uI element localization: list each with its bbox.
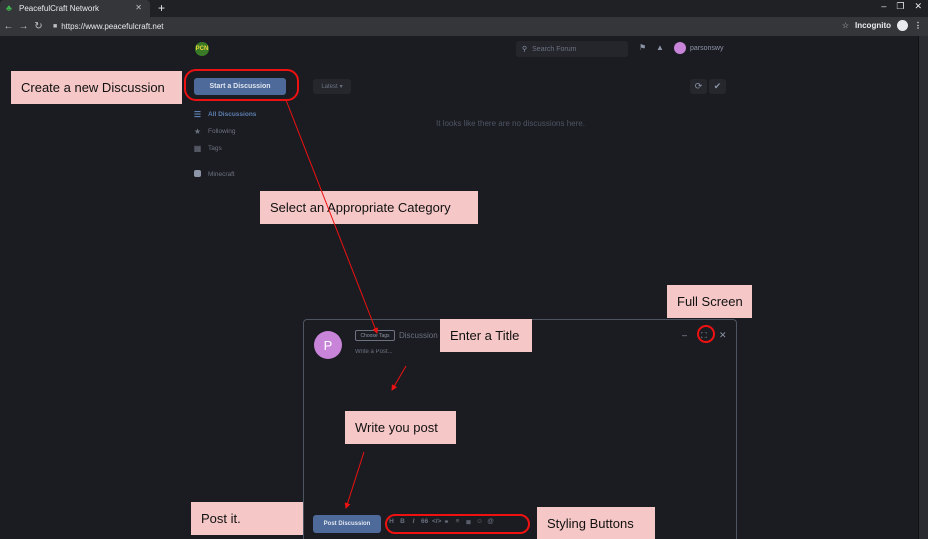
nav-all-discussions[interactable]: ☰ All Discussions (193, 110, 257, 119)
bookmark-star-icon[interactable]: ☆ (841, 21, 849, 30)
link-icon[interactable]: ⚭ (443, 519, 450, 526)
nav-minecraft-label: Minecraft (208, 171, 235, 178)
callout-category: Select an Appropriate Category (260, 191, 478, 224)
minimize-icon[interactable]: – (881, 1, 887, 11)
highlight-styling-buttons (385, 514, 530, 534)
styling-toolbar: H B I 66 </> ⚭ ≡ ≣ ☺ @ (388, 518, 494, 526)
back-icon[interactable]: ← (3, 21, 14, 32)
forward-icon[interactable]: → (18, 21, 29, 32)
incognito-label[interactable]: Incognito (855, 21, 891, 30)
callout-write: Write you post (345, 411, 456, 444)
callout-styling: Styling Buttons (537, 507, 655, 539)
callout-post-it: Post it. (191, 502, 303, 535)
star-icon: ★ (193, 127, 202, 136)
refresh-icon: ⟳ (694, 81, 703, 91)
incognito-icon[interactable] (897, 20, 908, 31)
italic-icon[interactable]: I (412, 518, 415, 525)
page-scrollbar[interactable] (918, 36, 928, 539)
post-body-textarea[interactable] (355, 346, 415, 358)
url-text: https://www.peacefulcraft.net (61, 22, 164, 31)
close-window-icon[interactable]: ✕ (914, 1, 922, 11)
bold-icon[interactable]: B (400, 518, 405, 525)
caret-down-icon: ▾ (339, 84, 343, 90)
tags-grid-icon: ▦ (193, 144, 202, 153)
nav-following[interactable]: ★ Following (193, 127, 236, 136)
lock-icon: ■ (53, 23, 58, 30)
nav-all-discussions-label: All Discussions (208, 111, 257, 118)
check-icon: ✔ (713, 81, 722, 91)
search-icon: ⚲ (522, 46, 528, 53)
callout-full-screen: Full Screen (667, 285, 752, 318)
address-bar[interactable]: ■ https://www.peacefulcraft.net (53, 22, 164, 31)
tab-title: PeacefulCraft Network (19, 4, 100, 13)
new-tab-icon[interactable]: + (158, 1, 166, 15)
emoji-icon[interactable]: ☺ (476, 518, 483, 525)
composer-avatar: P (314, 331, 342, 359)
numbered-list-icon[interactable]: ≣ (465, 519, 472, 526)
search-input[interactable]: ⚲ Search Forum (516, 41, 628, 57)
nav-tags-label: Tags (208, 145, 222, 152)
username[interactable]: parsonswy (690, 45, 724, 52)
tag-color-icon (193, 170, 202, 179)
highlight-fullscreen (697, 325, 715, 343)
highlight-start-discussion (184, 69, 299, 101)
bullet-list-icon[interactable]: ≡ (455, 518, 460, 525)
refresh-button[interactable]: ⟳ (690, 79, 707, 94)
toolbar-right: ☆ Incognito ⋮ (842, 20, 922, 31)
browser-tab-strip: ♣ PeacefulCraft Network ✕ + – ❐ ✕ (0, 0, 928, 17)
sort-dropdown[interactable]: Latest ▾ (313, 79, 351, 94)
minimize-composer-icon[interactable]: – (682, 330, 688, 340)
discussion-title-input[interactable] (399, 328, 439, 342)
nav-tags[interactable]: ▦ Tags (193, 144, 222, 153)
callout-title: Enter a Title (440, 319, 532, 352)
tab-close-icon[interactable]: ✕ (135, 3, 142, 12)
nav-following-label: Following (208, 128, 236, 135)
comments-icon: ☰ (193, 110, 202, 119)
browser-toolbar: ← → ↻ ■ https://www.peacefulcraft.net ☆ … (0, 17, 928, 36)
code-icon[interactable]: </> (432, 518, 442, 525)
browser-tab[interactable]: ♣ PeacefulCraft Network ✕ (0, 0, 150, 17)
empty-state-message: It looks like there are no discussions h… (436, 119, 585, 128)
mention-icon[interactable]: @ (487, 518, 494, 525)
site-logo[interactable]: PCN (195, 42, 209, 56)
mark-all-read-button[interactable]: ✔ (709, 79, 726, 94)
notifications-bell-icon[interactable]: ▲ (656, 43, 664, 52)
reload-icon[interactable]: ↻ (34, 21, 43, 32)
nav-tag-minecraft[interactable]: Minecraft (193, 170, 235, 179)
user-avatar[interactable] (674, 42, 686, 54)
search-placeholder: Search Forum (532, 45, 577, 53)
post-discussion-button[interactable]: Post Discussion (313, 515, 381, 533)
sort-label: Latest (321, 83, 338, 90)
callout-create: Create a new Discussion (11, 71, 182, 104)
flag-icon[interactable]: ⚑ (639, 43, 647, 52)
window-controls: – ❐ ✕ (881, 1, 922, 12)
site-favicon-icon: ♣ (6, 3, 12, 13)
restore-icon[interactable]: ❐ (896, 1, 905, 11)
choose-tags-button[interactable]: Choose Tags (355, 330, 395, 341)
quote-icon[interactable]: 66 (421, 518, 429, 525)
close-composer-icon[interactable]: ✕ (719, 330, 727, 340)
browser-menu-icon[interactable]: ⋮ (914, 21, 922, 30)
start-discussion-button[interactable]: Start a Discussion (194, 78, 286, 95)
